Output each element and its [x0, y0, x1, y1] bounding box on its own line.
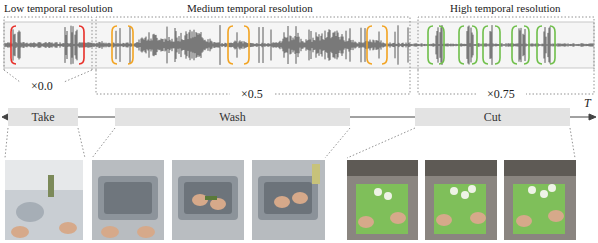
- bracket-left: [367, 26, 372, 64]
- low-frame: [4, 17, 92, 70]
- brackets: [11, 26, 555, 64]
- high-frame: [418, 17, 594, 70]
- bracket-right: [244, 26, 249, 64]
- bracket-right: [495, 26, 500, 64]
- bracket-right: [79, 26, 84, 64]
- bracket-right: [524, 26, 529, 64]
- heading: High temporal resolution: [450, 2, 561, 15]
- photo-wash-3: [252, 160, 325, 240]
- waveform-lines: [5, 25, 593, 65]
- photo-cut-2: [425, 160, 497, 240]
- bracket-right: [472, 26, 477, 64]
- multiplier: ×0.75: [485, 88, 517, 101]
- cut-fan: [347, 128, 575, 158]
- waveform: [5, 25, 593, 65]
- action-band: Take: [8, 108, 78, 126]
- waveform-strip: [4, 22, 594, 68]
- timeline-right: [570, 117, 590, 118]
- photo-cut-3: [504, 160, 576, 240]
- multiplier: ×0.0: [29, 80, 55, 93]
- bracket-left: [537, 26, 542, 64]
- bracket-right: [550, 26, 555, 64]
- heading: Medium temporal resolution: [187, 2, 313, 15]
- photo-wash-2: [172, 160, 244, 240]
- bracket-left: [512, 26, 517, 64]
- action-label: Cut: [484, 110, 501, 124]
- medium-frame: [96, 17, 410, 70]
- action-label: Take: [31, 110, 54, 124]
- action-label: Wash: [219, 110, 245, 124]
- action-band: Wash: [115, 108, 350, 126]
- photos: [5, 160, 576, 240]
- photo-wash-1: [92, 160, 164, 240]
- arrowhead-right: [589, 114, 596, 120]
- bracket-left: [11, 26, 16, 64]
- bracket-left: [112, 26, 117, 64]
- photo-take: [5, 160, 83, 240]
- timeline-segment: [78, 117, 115, 118]
- bracket-left: [228, 26, 233, 64]
- wash-fan: [92, 128, 350, 158]
- region-frames: [4, 17, 594, 158]
- bracket-left: [428, 26, 433, 64]
- heading: Low temporal resolution: [4, 2, 113, 15]
- bracket-right: [439, 26, 444, 64]
- take-fan: [5, 128, 85, 158]
- photo-cut-1: [347, 160, 418, 240]
- timeline-segment: [350, 117, 415, 118]
- bracket-left: [483, 26, 488, 64]
- axis-label: T: [584, 97, 591, 110]
- bracket-left: [459, 26, 464, 64]
- bracket-right: [382, 26, 387, 64]
- multiplier: ×0.5: [239, 88, 265, 101]
- action-band: Cut: [415, 108, 570, 126]
- bracket-right: [128, 26, 133, 64]
